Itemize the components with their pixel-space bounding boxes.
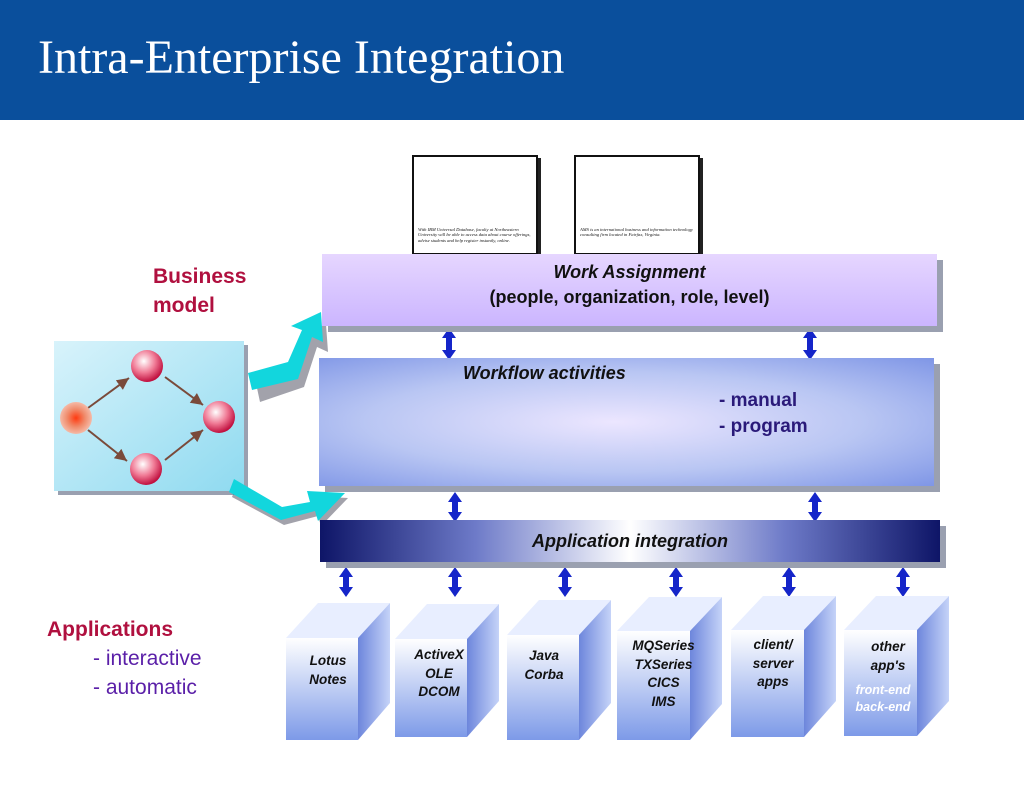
cube-mqseries xyxy=(617,597,722,740)
business-model-box xyxy=(54,341,248,495)
applications-label: Applications xyxy=(47,618,174,641)
photo-image-1 xyxy=(417,160,533,225)
cube-label-client-server: client/ server apps xyxy=(731,636,815,692)
work-assignment-title: Work Assignment xyxy=(553,262,706,282)
cube-line: OLE xyxy=(425,665,453,681)
cube-activex xyxy=(395,604,499,737)
application-integration-label: Application integration xyxy=(532,531,728,551)
workflow-item-manual: - manual xyxy=(719,390,798,411)
cube-line: client/ xyxy=(753,637,793,652)
cyan-arrow-upper xyxy=(248,312,328,402)
cube-label-activex: ActiveX OLE DCOM xyxy=(395,646,483,702)
cube-line: app's xyxy=(870,657,906,673)
cyan-arrow-lower xyxy=(229,479,348,526)
applications-interactive-label: - interactive xyxy=(93,647,202,670)
cube-sublabel-other-apps: front-end back-end xyxy=(844,682,922,716)
cube-line: ActiveX xyxy=(414,647,464,662)
cube-line: MQSeries xyxy=(632,638,695,653)
cube-client-server xyxy=(731,596,836,737)
cube-line: CICS xyxy=(647,675,680,690)
work-assignment-panel: Work Assignment (people, organization, r… xyxy=(322,254,937,326)
cube-label-lotus-notes: Lotus Notes xyxy=(286,652,370,689)
business-model-label-line2: model xyxy=(153,294,215,317)
start-node xyxy=(60,402,92,434)
cube-java-corba xyxy=(507,600,611,740)
title-bar: Intra-Enterprise Integration xyxy=(0,0,1024,120)
cube-line: Notes xyxy=(309,671,347,687)
cube-subline: front-end xyxy=(855,683,911,697)
cube-line: IMS xyxy=(651,693,676,709)
application-cubes xyxy=(286,596,949,740)
slide-title: Intra-Enterprise Integration xyxy=(38,31,565,84)
cube-other-apps xyxy=(844,596,949,736)
applications-automatic-label: - automatic xyxy=(93,676,197,699)
cube-line: Java xyxy=(528,648,560,663)
photo-image-2 xyxy=(579,160,695,225)
cube-label-mqseries: MQSeries TXSeries CICS IMS xyxy=(617,637,710,711)
workflow-item-program: - program xyxy=(719,416,808,437)
work-assignment-subtitle: (people, organization, role, level) xyxy=(489,287,770,307)
double-arrows xyxy=(339,328,910,597)
cube-label-other-apps: other app's xyxy=(844,638,932,675)
cube-line: Corba xyxy=(524,666,564,682)
cube-label-java-corba: Java Corba xyxy=(507,647,581,684)
cube-line: Lotus xyxy=(309,653,347,668)
photo-card-2: AMS is an international business and inf… xyxy=(574,155,700,255)
cube-subline: back-end xyxy=(855,700,911,714)
business-model-label-line1: Business xyxy=(153,265,247,288)
cube-line: server xyxy=(752,655,794,671)
photo-caption-2: AMS is an international business and inf… xyxy=(580,227,693,238)
photo-caption-1: With IBM Universal Database, faculty at … xyxy=(418,227,531,243)
cube-line: other xyxy=(871,639,905,654)
workflow-activities-panel: Workflow activities - manual - program xyxy=(319,358,934,486)
photo-card-1: With IBM Universal Database, faculty at … xyxy=(412,155,538,255)
cube-line: apps xyxy=(757,674,789,689)
cube-line: TXSeries xyxy=(634,656,693,672)
workflow-title: Workflow activities xyxy=(463,363,626,383)
cube-lotus-notes xyxy=(286,603,390,740)
cube-line: DCOM xyxy=(418,684,460,699)
application-integration-bar: Application integration xyxy=(320,520,940,562)
